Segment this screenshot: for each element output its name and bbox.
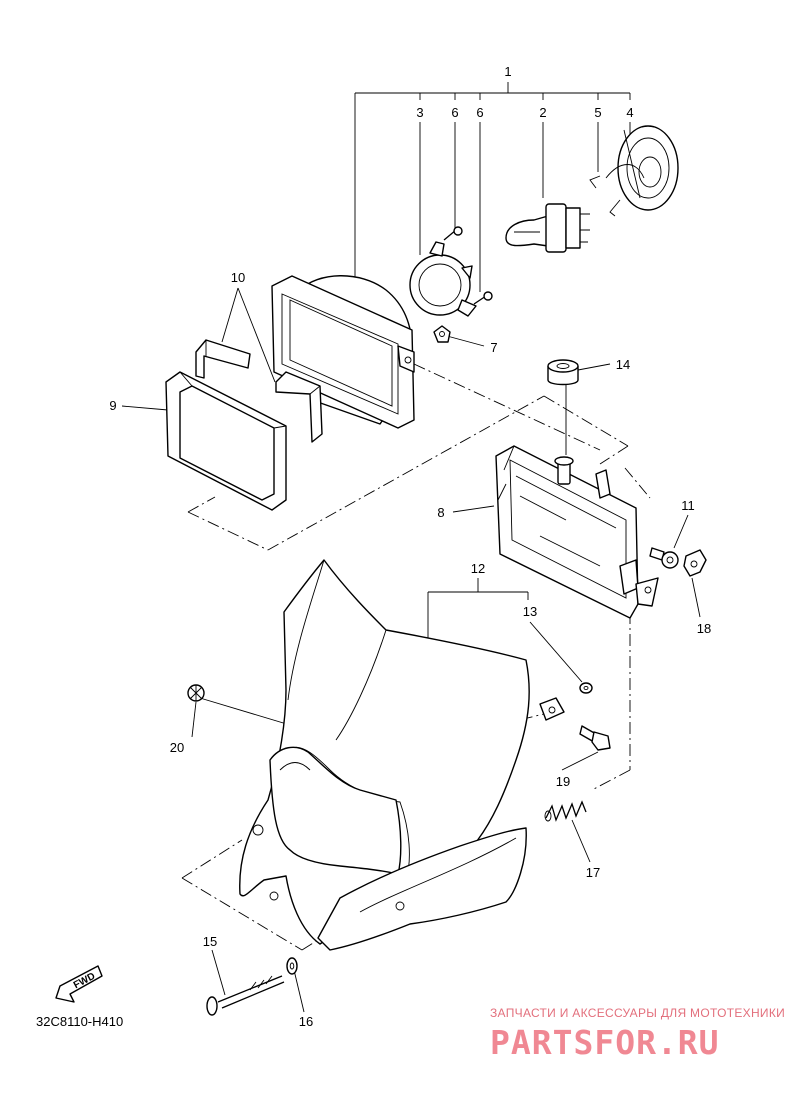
callout-10: 10 xyxy=(231,270,245,285)
callout-1: 1 xyxy=(504,64,511,79)
bulb xyxy=(505,203,590,253)
callout-11: 11 xyxy=(681,498,695,513)
leader-lines xyxy=(121,82,701,1013)
headlight-gasket xyxy=(165,371,287,511)
part-code: 32C8110-H410 xyxy=(36,1014,123,1029)
callout-15: 15 xyxy=(203,934,217,949)
bolt-11 xyxy=(649,547,679,569)
watermark-subtitle: ЗАПЧАСТИ И АКСЕССУАРЫ ДЛЯ МОТОТЕХНИКИ xyxy=(490,1006,785,1020)
spring-17 xyxy=(544,800,587,822)
callout-13: 13 xyxy=(523,604,537,619)
callout-7: 7 xyxy=(490,340,497,355)
callout-6a: 6 xyxy=(451,105,458,120)
watermark: ЗАПЧАСТИ И АКСЕССУАРЫ ДЛЯ МОТОТЕХНИКИ PA… xyxy=(490,1006,785,1062)
callout-14: 14 xyxy=(616,357,630,372)
washer-16 xyxy=(286,957,298,975)
bolt-19 xyxy=(579,725,611,751)
bolt-15 xyxy=(206,975,285,1016)
callout-3: 3 xyxy=(416,105,423,120)
bulb-retainer xyxy=(409,241,477,317)
headlight-socket-cover xyxy=(589,125,679,217)
nut xyxy=(433,325,451,343)
callout-5: 5 xyxy=(594,105,601,120)
callout-18: 18 xyxy=(697,621,711,636)
callout-2: 2 xyxy=(539,105,546,120)
headlight-bracket xyxy=(495,445,659,619)
callout-20: 20 xyxy=(170,740,184,755)
callout-8: 8 xyxy=(437,505,444,520)
callout-19: 19 xyxy=(556,774,570,789)
grommet xyxy=(547,359,579,386)
clip-18 xyxy=(683,549,707,577)
fwd-label: FWD xyxy=(72,971,97,991)
headlight-unit xyxy=(271,275,415,429)
damper-strip-upper xyxy=(195,339,251,379)
callout-4: 4 xyxy=(626,105,633,120)
headlight-cowl xyxy=(239,559,565,951)
callout-12: 12 xyxy=(471,561,485,576)
screw-lower xyxy=(473,291,493,305)
watermark-brand: PARTSFOR.RU xyxy=(490,1023,720,1062)
callout-6b: 6 xyxy=(476,105,483,120)
callout-17: 17 xyxy=(586,865,600,880)
callout-9: 9 xyxy=(109,398,116,413)
screw-upper xyxy=(443,226,463,241)
callout-16: 16 xyxy=(299,1014,313,1029)
washer-13 xyxy=(579,682,593,694)
callout-labels: 1 2 3 4 5 6 6 7 8 9 10 11 12 13 14 15 16… xyxy=(109,64,711,1029)
damper-strip-lower xyxy=(275,371,323,443)
fwd-arrow-icon: FWD xyxy=(55,965,103,1003)
rivet-20 xyxy=(187,684,205,702)
